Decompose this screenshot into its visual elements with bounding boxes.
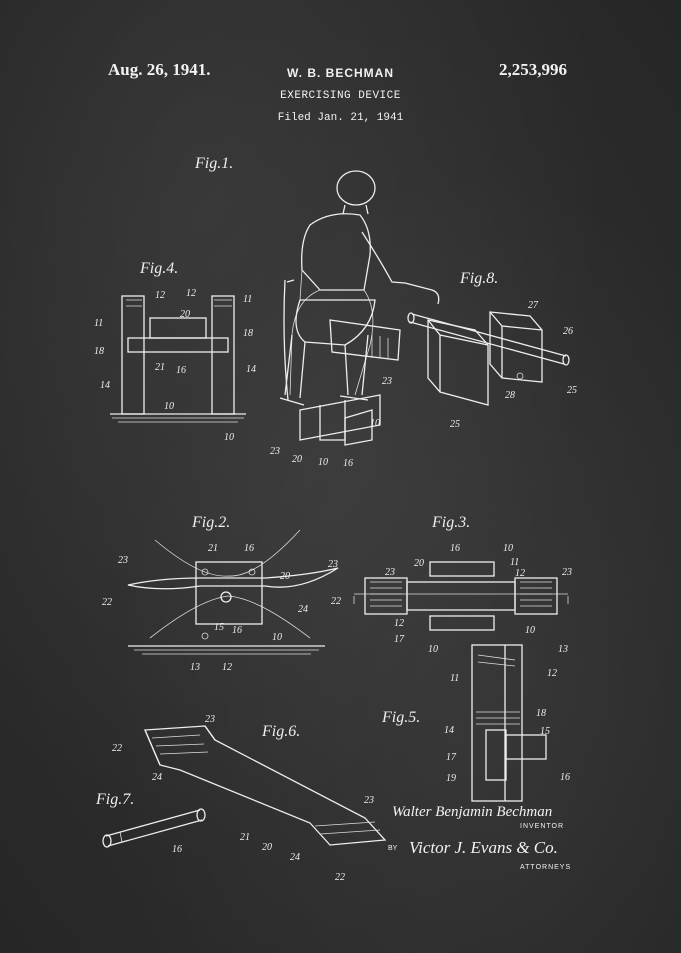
ref-10: 10: [164, 401, 174, 412]
ref-22: 22: [331, 596, 341, 607]
inventor-header: W. B. BECHMAN: [287, 66, 394, 80]
fig4-drawing: 12 12 11 11 20 18 18 21 16 14 14 10 10: [94, 288, 256, 443]
ref-22: 22: [335, 872, 345, 883]
ref-25: 25: [567, 385, 577, 396]
ref-25: 25: [450, 419, 460, 430]
ref-12: 12: [547, 668, 557, 679]
fig8-drawing: 27 26 25 28 25: [407, 300, 577, 430]
fig2-label: Fig.2.: [191, 514, 230, 531]
ref-26: 26: [563, 326, 573, 337]
ref-15: 15: [214, 622, 224, 633]
ref-14: 14: [100, 380, 110, 391]
ref-23: 23: [328, 559, 338, 570]
ref-27: 27: [528, 300, 539, 311]
attorney-signature: Victor J. Evans & Co.: [409, 838, 558, 857]
ref-16: 16: [176, 365, 186, 376]
fig5-drawing: 10 13 12 11 18 14 15 17 16 19: [428, 644, 570, 802]
ref-16: 16: [343, 458, 353, 469]
ref-16: 16: [172, 844, 182, 855]
ref-10: 10: [525, 625, 535, 636]
fig1-drawing: 10 23 23 20 10 16: [270, 170, 440, 469]
ref-18: 18: [94, 346, 104, 357]
ref-16: 16: [232, 625, 242, 636]
ref-10: 10: [318, 457, 328, 468]
fig7-label: Fig.7.: [95, 791, 134, 808]
ref-10: 10: [224, 432, 234, 443]
inventor-label: INVENTOR: [520, 823, 565, 830]
ref-21: 21: [208, 543, 218, 554]
attorney-label: ATTORNEYS: [520, 864, 572, 871]
ref-22: 22: [112, 743, 122, 754]
ref-11: 11: [94, 318, 103, 329]
ref-11: 11: [510, 557, 519, 568]
ref-10: 10: [428, 644, 438, 655]
ref-19: 19: [446, 773, 456, 784]
ref-12: 12: [222, 662, 232, 673]
ref-14: 14: [246, 364, 256, 375]
patent-number: 2,253,996: [499, 60, 567, 79]
ref-17: 17: [446, 752, 457, 763]
inventor-signature: Walter Benjamin Bechman: [392, 804, 553, 820]
ref-20: 20: [292, 454, 302, 465]
ref-20: 20: [414, 558, 424, 569]
fig3-drawing: 16 10 20 11 23 12 23 12 17 10: [353, 543, 572, 645]
ref-23: 23: [270, 446, 280, 457]
fig8-label: Fig.8.: [459, 270, 498, 287]
patent-title: EXERCISING DEVICE: [280, 90, 401, 102]
ref-23: 23: [385, 567, 395, 578]
ref-18: 18: [243, 328, 253, 339]
ref-17: 17: [394, 634, 405, 645]
ref-13: 13: [558, 644, 568, 655]
ref-12: 12: [155, 290, 165, 301]
fig3-label: Fig.3.: [431, 514, 470, 531]
ref-14: 14: [444, 725, 454, 736]
patent-date: Aug. 26, 1941.: [108, 60, 211, 79]
fig6-drawing: 23 22 24 23 21 20 24 22: [112, 714, 387, 883]
ref-10: 10: [503, 543, 513, 554]
by-label: BY: [388, 845, 398, 852]
ref-16: 16: [450, 543, 460, 554]
ref-23: 23: [118, 555, 128, 566]
ref-28: 28: [505, 390, 515, 401]
ref-24: 24: [290, 852, 300, 863]
fig2-drawing: 21 16 23 23 20 22 22 24 15 16 10 13 12: [102, 529, 341, 673]
ref-20: 20: [280, 571, 290, 582]
ref-10: 10: [370, 418, 380, 429]
ref-10: 10: [272, 632, 282, 643]
ref-16: 16: [244, 543, 254, 554]
ref-20: 20: [262, 842, 272, 853]
ref-15: 15: [540, 726, 550, 737]
fig6-label: Fig.6.: [261, 723, 300, 740]
ref-20: 20: [180, 309, 190, 320]
ref-21: 21: [240, 832, 250, 843]
ref-16: 16: [560, 772, 570, 783]
fig4-label: Fig.4.: [139, 260, 178, 277]
ref-21: 21: [155, 362, 165, 373]
ref-23: 23: [205, 714, 215, 725]
ref-11: 11: [243, 294, 252, 305]
ref-24: 24: [152, 772, 162, 783]
ref-11: 11: [450, 673, 459, 684]
ref-18: 18: [536, 708, 546, 719]
ref-13: 13: [190, 662, 200, 673]
ref-22: 22: [102, 597, 112, 608]
ref-24: 24: [298, 604, 308, 615]
ref-23: 23: [364, 795, 374, 806]
ref-23: 23: [562, 567, 572, 578]
fig1-label: Fig.1.: [194, 155, 233, 172]
ref-12: 12: [515, 568, 525, 579]
ref-12: 12: [394, 618, 404, 629]
ref-12: 12: [186, 288, 196, 299]
ref-23: 23: [382, 376, 392, 387]
fig7-drawing: 16: [102, 808, 206, 855]
fig5-label: Fig.5.: [381, 709, 420, 726]
filing-date: Filed Jan. 21, 1941: [277, 112, 404, 124]
